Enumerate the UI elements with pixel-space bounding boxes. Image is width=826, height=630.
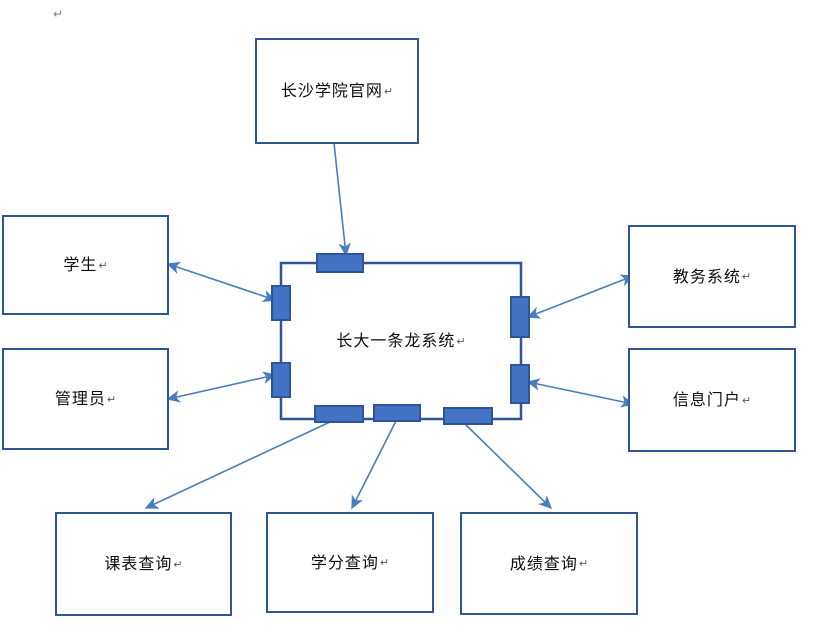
node-credit-query-label: 学分查询 [310,552,379,572]
node-grade-query-label: 成绩查询 [509,553,578,573]
node-student[interactable]: 学生↵ [2,215,169,315]
node-credit-query[interactable]: 学分查询↵ [266,512,434,613]
node-information-portal-label: 信息门户 [672,390,741,409]
port-left-upper[interactable] [271,285,291,321]
node-timetable-query-paragraph-mark: ↵ [173,557,183,571]
port-right-lower[interactable] [510,364,530,404]
node-grade-query-paragraph-mark: ↵ [578,557,589,570]
node-official-site-paragraph-mark: ↵ [383,84,394,98]
node-credit-query-paragraph-mark: ↵ [379,556,390,569]
node-academic-affairs-system-label: 教务系统 [672,266,741,286]
node-information-portal-paragraph-mark: ↵ [741,393,752,407]
center-system-label: 长大一条龙系统 [336,331,456,350]
node-administrator[interactable]: 管理员↵ [2,348,169,450]
node-academic-affairs-system[interactable]: 教务系统↵ [628,225,796,328]
node-grade-query[interactable]: 成绩查询↵ [460,512,638,615]
node-administrator-paragraph-mark: ↵ [106,392,117,406]
node-academic-affairs-system-paragraph-mark: ↵ [741,270,752,283]
node-timetable-query-label: 课表查询 [104,554,173,573]
center-system-box[interactable]: 长大一条龙系统↵ [281,263,521,419]
port-bottom-mid[interactable] [373,404,421,422]
node-student-paragraph-mark: ↵ [98,258,108,272]
port-right-upper[interactable] [510,296,530,338]
node-information-portal[interactable]: 信息门户↵ [628,348,796,452]
port-bottom-left[interactable] [314,405,364,423]
node-student-label: 学生 [63,255,98,274]
node-official-site-label: 长沙学院官网 [280,81,383,100]
node-official-site[interactable]: 长沙学院官网↵ [255,38,419,144]
node-timetable-query[interactable]: 课表查询↵ [55,512,232,616]
center-system-paragraph-mark: ↵ [456,334,466,348]
stray-paragraph-mark: ↵ [53,7,64,21]
port-bottom-right[interactable] [443,407,493,425]
port-top[interactable] [316,253,364,273]
port-left-lower[interactable] [271,362,291,398]
node-administrator-label: 管理员 [54,389,106,408]
